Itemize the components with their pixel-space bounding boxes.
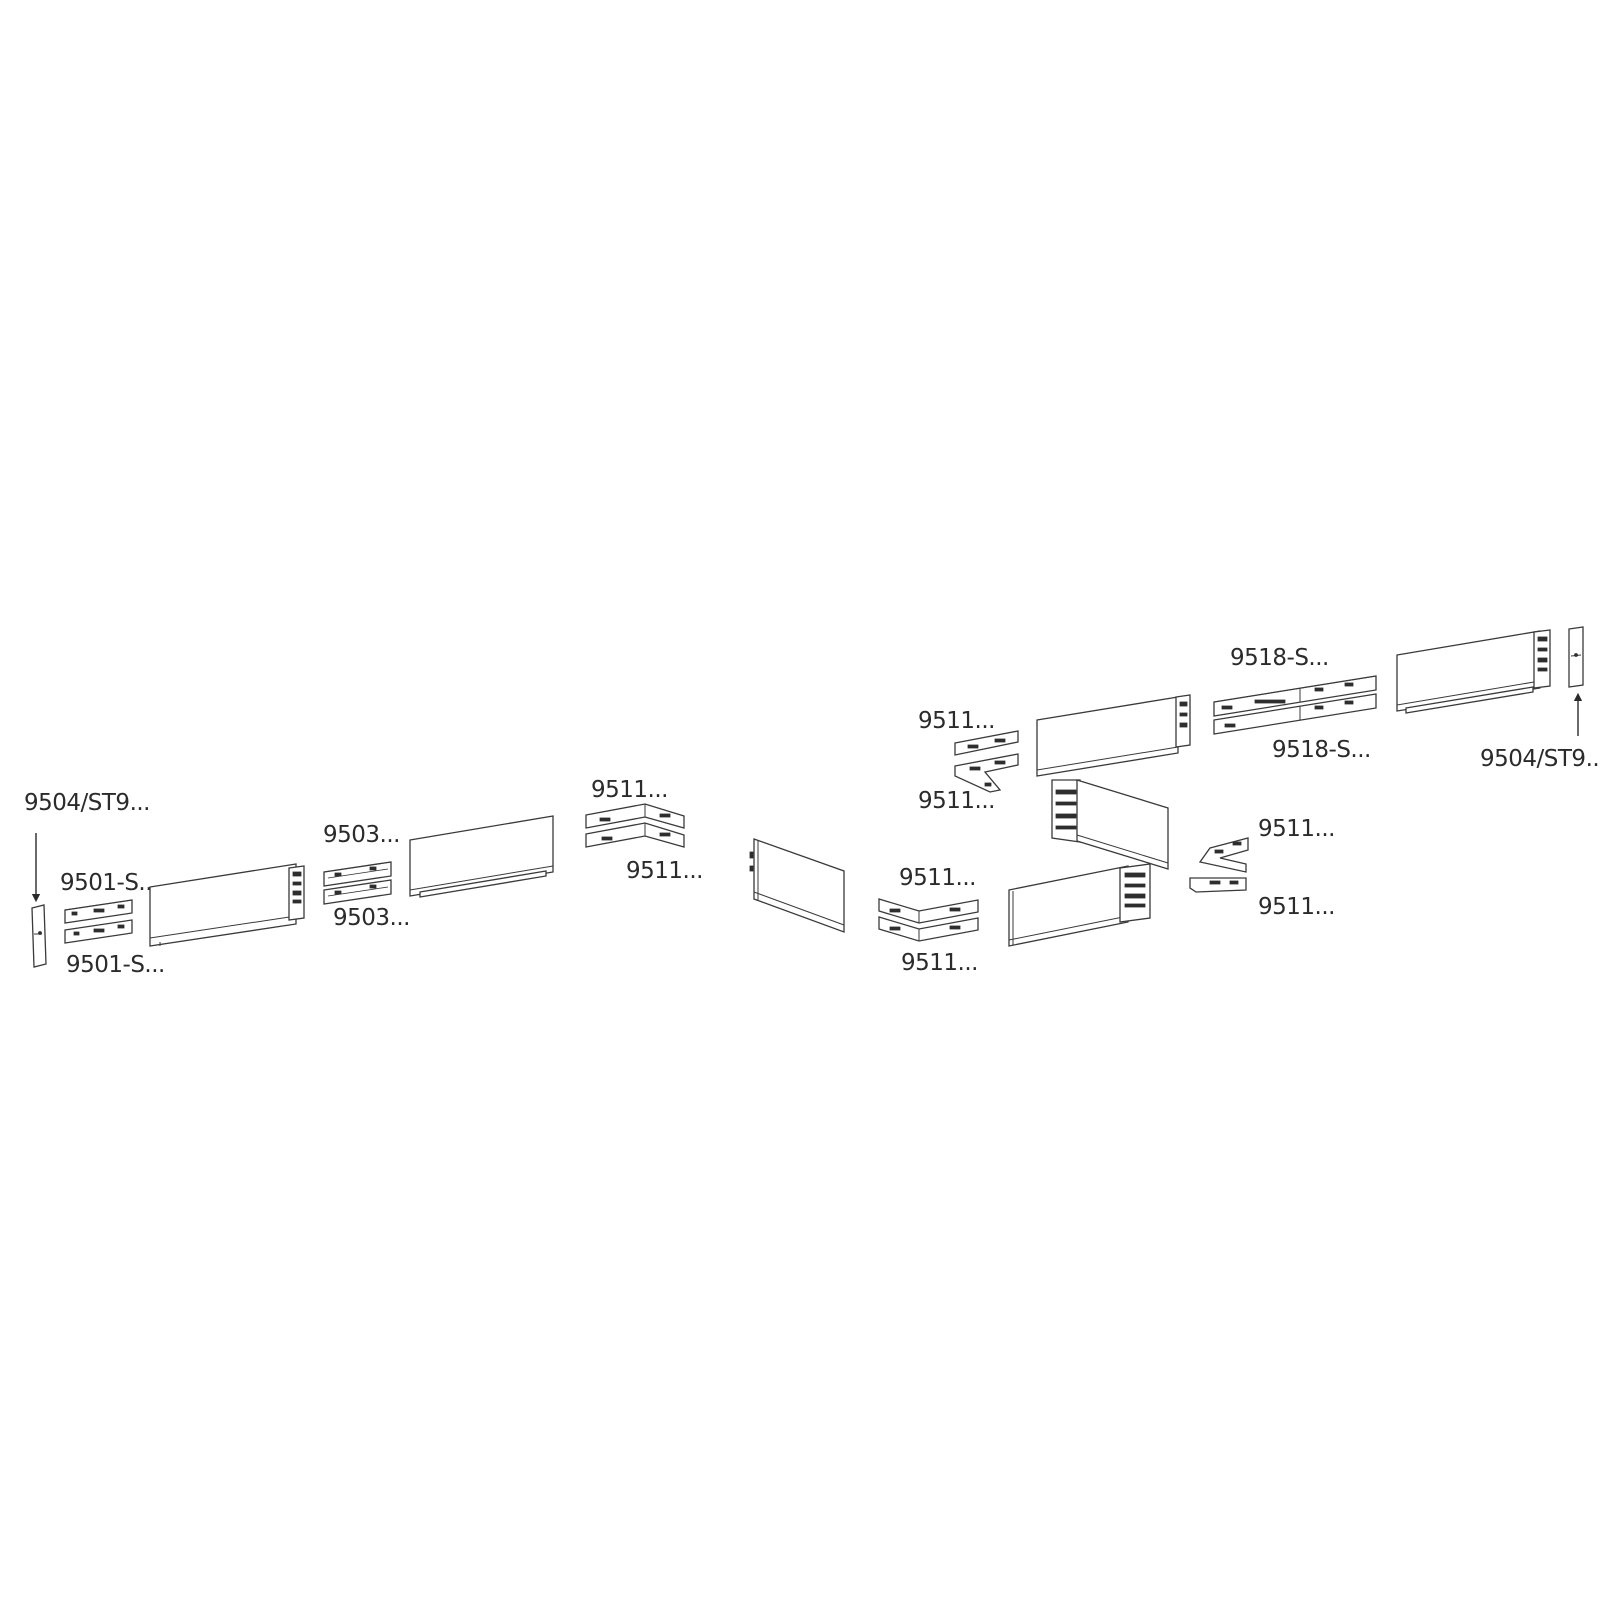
corner-connector-d-top: [1198, 837, 1249, 873]
callout-label-corner-d-bottom: 9511...: [1258, 894, 1335, 920]
callout-label-corner-b-top: 9511...: [899, 865, 976, 891]
end-cap-left: [31, 904, 47, 968]
track-panel-3: [749, 838, 845, 933]
corner-connector-c-bottom: [954, 753, 1019, 793]
callout-label-9503-top: 9503...: [323, 822, 400, 848]
corner-connector-c-top: [954, 730, 1019, 756]
track-panel-2: [409, 815, 554, 898]
track-panel-5: [1076, 779, 1169, 870]
connector-9503-top: [323, 861, 392, 887]
callout-label-endcap-right: 9504/ST9...: [1480, 746, 1600, 772]
end-cap-right: [1568, 626, 1584, 688]
callout-label-9518-top: 9518-S...: [1230, 645, 1329, 671]
callout-label-corner-c-top: 9511...: [918, 708, 995, 734]
track-panel-7: [1396, 629, 1551, 714]
callout-label-9501-top: 9501-S...: [60, 870, 159, 896]
straight-connector-9501-bottom: [64, 919, 133, 944]
connector-9518-top: [1213, 675, 1377, 717]
track-panel-6: [1036, 694, 1191, 777]
connector-9503-bottom: [323, 879, 392, 905]
track-panel-4: [1008, 863, 1151, 947]
straight-connector-9501-top: [64, 899, 133, 924]
callout-label-9518-bottom: 9518-S...: [1272, 737, 1371, 763]
corner-connector-b-top: [878, 898, 979, 924]
callout-label-corner-b-bottom: 9511...: [901, 950, 978, 976]
callout-label-corner-a-bottom: 9511...: [626, 858, 703, 884]
callout-label-9501-bottom: 9501-S...: [66, 952, 165, 978]
corner-connector-d-bottom: [1189, 877, 1247, 893]
callout-label-corner-a-top: 9511...: [591, 777, 668, 803]
vertical-corner-joint: [1051, 779, 1081, 843]
corner-connector-a-top: [585, 803, 685, 829]
callout-label-9503-bottom: 9503...: [333, 905, 410, 931]
corner-connector-b-bottom: [878, 916, 979, 942]
callout-label-endcap-left: 9504/ST9...: [24, 790, 150, 816]
connector-9518-bottom: [1213, 693, 1377, 735]
callout-label-corner-d-top: 9511...: [1258, 816, 1335, 842]
corner-connector-a-bottom: [585, 822, 685, 848]
callout-label-corner-c-bottom: 9511...: [918, 788, 995, 814]
track-panel-1: [149, 863, 305, 947]
